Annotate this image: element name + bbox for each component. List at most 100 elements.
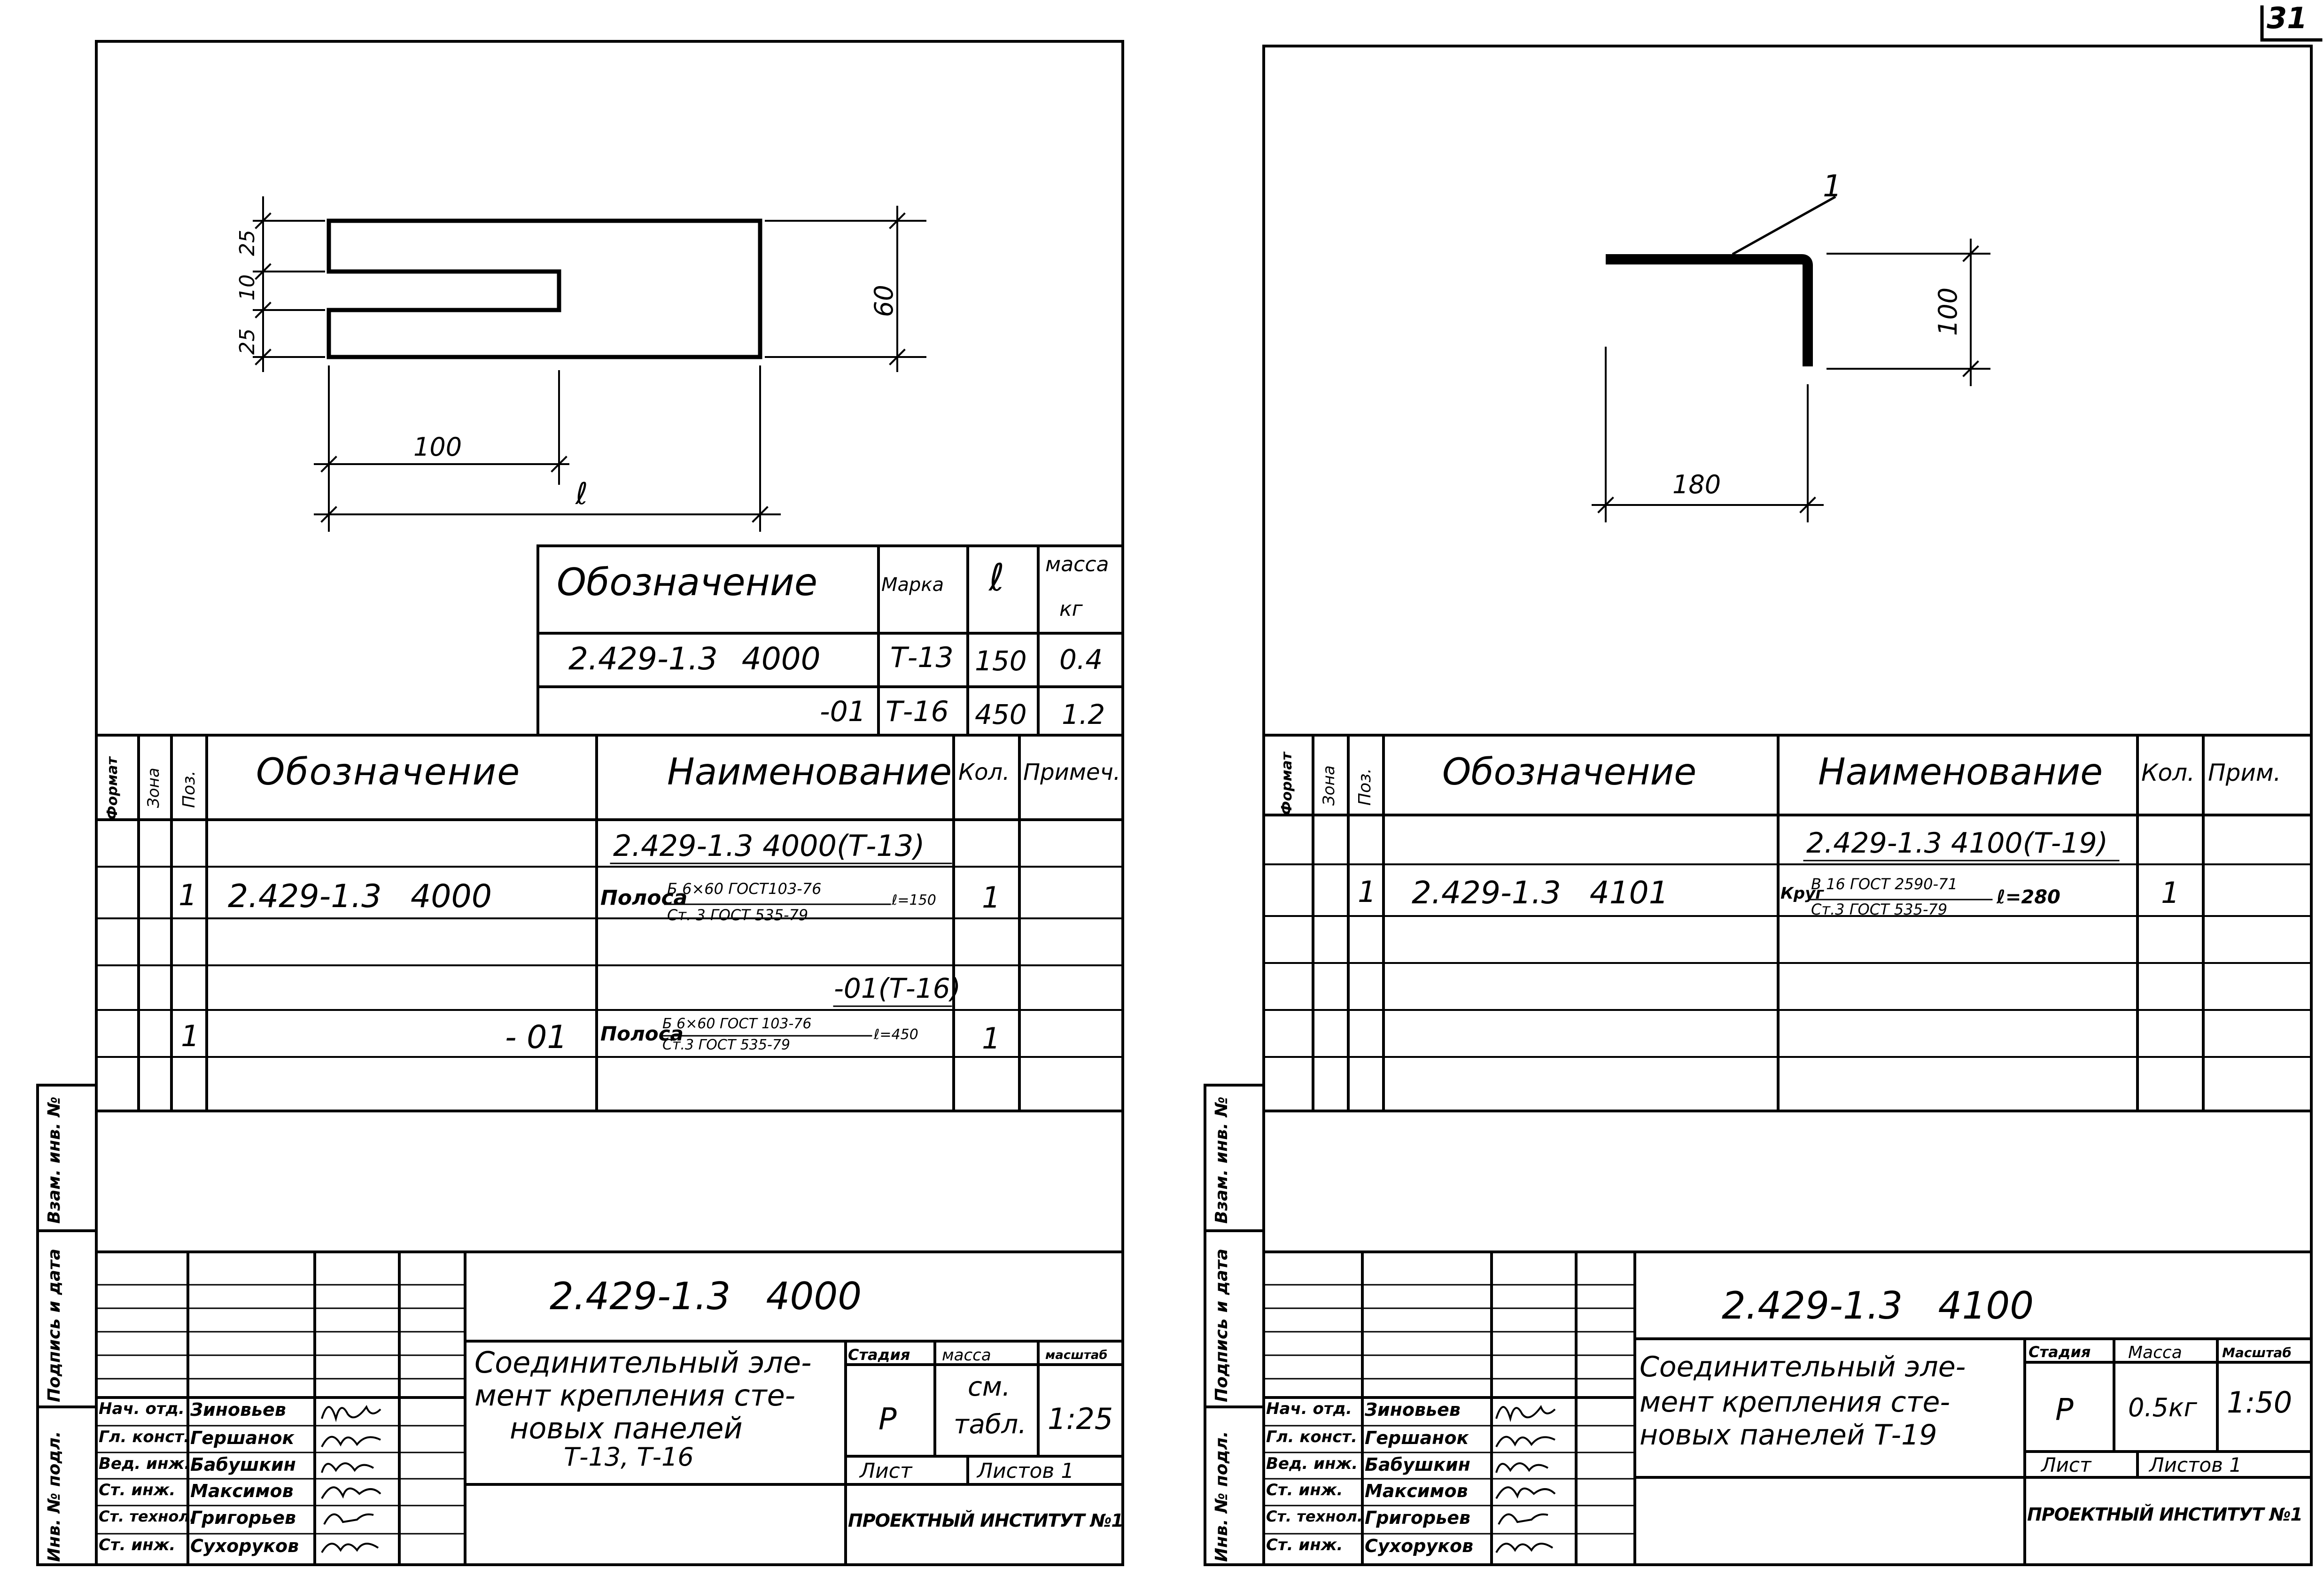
right-staff-role-6: Ст. инж. — [1266, 1536, 1343, 1554]
signature-5 — [323, 1513, 374, 1525]
left-spec-header-qty: Кол. — [958, 759, 1010, 785]
left-mass-value-2: табл. — [954, 1409, 1027, 1440]
signature-r4 — [1495, 1486, 1556, 1499]
fraction-bars — [659, 899, 1993, 1037]
right-sheets-label: Листов 1 — [2149, 1453, 2242, 1476]
left-staff-role-2: Гл. конст. — [99, 1428, 190, 1446]
right-staff-role-2: Гл. конст. — [1266, 1428, 1358, 1446]
left-spec-row1-name-num: Б 6×60 ГОСТ103-76 — [667, 880, 822, 898]
variant-header-length: ℓ — [989, 556, 1005, 599]
left-staff-name-1: Зиновьев — [190, 1399, 286, 1420]
right-title-line-2: мент крепления сте- — [1640, 1386, 1951, 1419]
left-spec-row2-pos: 1 — [181, 1019, 200, 1053]
right-bar-dimensions — [1592, 239, 1990, 522]
left-sheet-frame — [36, 40, 1124, 1566]
left-dim-100: 100 — [413, 432, 462, 462]
right-title-block-rows — [1263, 1284, 1636, 1535]
left-staff-role-1: Нач. отд. — [99, 1399, 185, 1418]
variant-row2-length: 450 — [975, 699, 1027, 730]
page-number: 31 — [2267, 1, 2308, 35]
left-staff-role-4: Ст. инж. — [99, 1481, 176, 1499]
right-staff-role-3: Вед. инж. — [1266, 1454, 1358, 1473]
right-spec-header-format: Формат — [1279, 752, 1295, 815]
variant-header-designation: Обозначение — [557, 560, 818, 604]
right-org-name: ПРОЕКТНЫЙ ИНСТИТУТ №1 — [2027, 1504, 2303, 1525]
left-mass-value-1: см. — [968, 1372, 1010, 1402]
left-scale-value: 1:25 — [1048, 1402, 1113, 1436]
variant-row1-length: 150 — [975, 645, 1027, 677]
variant-header-mass: масса — [1045, 552, 1109, 576]
signature-3 — [321, 1462, 374, 1473]
signature-r1 — [1495, 1405, 1556, 1422]
right-staff-role-1: Нач. отд. — [1266, 1399, 1352, 1418]
right-callout-1: 1 — [1823, 169, 1842, 204]
left-title-doc-number: 2.429-1.3 4000 — [550, 1274, 862, 1318]
variant-row2-mark: Т-16 — [886, 695, 949, 728]
left-variant-table-lines — [536, 544, 1124, 737]
right-sheet-label: Лист — [2041, 1453, 2091, 1476]
left-staff-role-6: Ст. инж. — [99, 1536, 176, 1554]
right-staff-name-6: Сухоруков — [1365, 1536, 1474, 1556]
left-spec-table-lines — [95, 734, 1124, 1112]
right-title-doc-number: 2.429-1.3 4100 — [1722, 1284, 2034, 1328]
left-spec-header-note: Примеч. — [1023, 759, 1121, 785]
signature-r2 — [1495, 1436, 1555, 1447]
right-dim-180: 180 — [1672, 470, 1721, 499]
left-title-line-3: новых панелей — [510, 1411, 743, 1445]
left-plate-dimensions — [253, 196, 926, 532]
left-spec-group1-title: 2.429-1.3 4000(Т-13) — [613, 829, 925, 863]
variant-row1-mark: Т-13 — [890, 641, 954, 674]
right-spec-header-note: Прим. — [2208, 759, 2281, 786]
right-mass-value: 0.5кг — [2128, 1393, 2197, 1422]
right-bar-leader — [1732, 195, 1836, 256]
variant-row1-mass: 0.4 — [1059, 644, 1103, 676]
left-title-block-lines — [95, 1250, 1124, 1566]
signature-6 — [321, 1543, 379, 1553]
signature-r6 — [1495, 1543, 1554, 1553]
right-staff-name-5: Григорьев — [1365, 1507, 1471, 1528]
right-spec-row1-name-word: Круг — [1780, 884, 1824, 903]
left-staff-name-5: Григорьев — [190, 1507, 296, 1528]
right-side-label-inv: Инв. № подл. — [1212, 1431, 1231, 1562]
signature-r5 — [1498, 1513, 1548, 1525]
right-staff-role-4: Ст. инж. — [1266, 1481, 1343, 1499]
right-staff-role-5: Ст. технол. — [1266, 1507, 1363, 1525]
variant-header-mark: Марка — [881, 574, 944, 596]
left-org-name: ПРОЕКТНЫЙ ИНСТИТУТ №1 — [848, 1510, 1124, 1531]
left-spec-group2-title: -01(Т-16) — [834, 972, 961, 1004]
left-title-line-2: мент крепления сте- — [474, 1378, 796, 1413]
right-staff-name-1: Зиновьев — [1365, 1399, 1461, 1420]
left-spec-row1-qty: 1 — [982, 880, 1001, 915]
right-title-line-1: Соединительный эле- — [1640, 1351, 1966, 1383]
left-spec-table-rows — [95, 866, 1124, 1058]
left-spec-header-designation: Обозначение — [256, 751, 521, 793]
right-spec-row1-designation: 2.429-1.3 4101 — [1412, 875, 1669, 911]
right-spec-header-qty: Кол. — [2141, 759, 2195, 786]
variant-row2-mass: 1.2 — [1062, 699, 1105, 730]
right-staff-name-3: Бабушкин — [1365, 1454, 1470, 1475]
right-spec-row1-pos: 1 — [1358, 875, 1376, 909]
right-mass-label: Масса — [2128, 1343, 2182, 1362]
page-number-bar — [2260, 5, 2323, 42]
right-staff-name-4: Максимов — [1365, 1481, 1468, 1501]
signature-2 — [321, 1436, 381, 1447]
right-side-label-signature: Подпись и дата — [1212, 1249, 1231, 1402]
left-staff-role-3: Вед. инж. — [99, 1454, 191, 1473]
left-title-line-1: Соединительный эле- — [474, 1345, 812, 1380]
right-scale-value: 1:50 — [2227, 1385, 2293, 1420]
left-staff-name-3: Бабушкин — [190, 1454, 296, 1475]
group-title-underlines — [610, 860, 2120, 1007]
left-spec-row1-designation: 2.429-1.3 4000 — [228, 878, 492, 915]
left-dim-l: ℓ — [575, 477, 588, 512]
right-spec-header-designation: Обозначение — [1442, 751, 1697, 793]
right-staff-name-2: Гершанок — [1365, 1428, 1469, 1448]
left-stage-value: Р — [878, 1402, 897, 1437]
variant-row1-designation: 2.429-1.3 4000 — [568, 641, 821, 677]
left-spec-row2-name-word: Полоса — [600, 1022, 684, 1045]
right-side-label-replace: Взам. инв. № — [1212, 1096, 1231, 1224]
right-title-block-lines — [1262, 1250, 2313, 1566]
right-spec-header-name: Наименование — [1818, 751, 2103, 793]
right-spec-row1-qty: 1 — [2161, 876, 2180, 910]
left-spec-row2-qty: 1 — [982, 1021, 1001, 1056]
right-spec-row1-name-den: Ст.3 ГОСТ 535-79 — [1811, 901, 1948, 918]
